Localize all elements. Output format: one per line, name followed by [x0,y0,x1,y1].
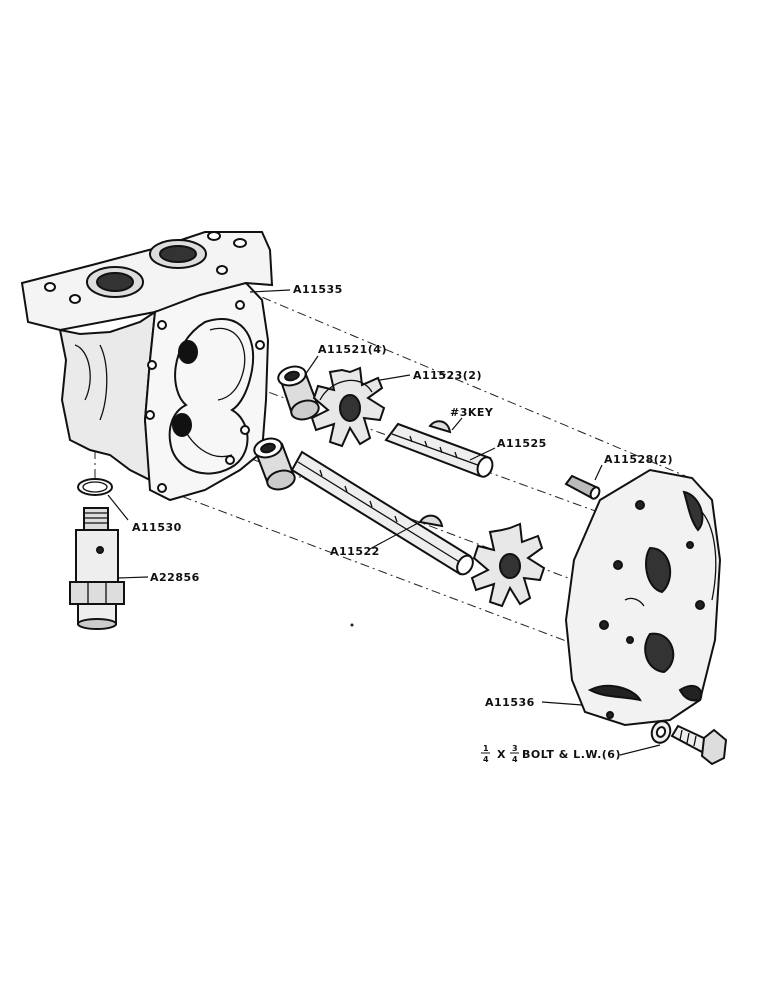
bushing-upper [277,365,320,421]
label-key: #3KEY [450,406,494,419]
label-a11530: A11530 [132,521,182,534]
pump-body-housing [20,231,274,502]
part-labels: A11535 A11521(4) A11523(2) #3KEY A11525 … [132,283,673,764]
bolt-description: BOLT & L.W.(6) [522,748,621,761]
label-bolt: 1 4 X 3 4 BOLT & L.W.(6) [481,744,621,764]
gear-lower [470,522,546,608]
dowel-pin [564,474,601,500]
label-a11522: A11522 [330,545,380,558]
shaft-long [290,450,474,576]
leader-lines [107,289,661,756]
label-a11525: A11525 [497,437,547,450]
label-a11536: A11536 [485,696,535,709]
cap-bolt [670,724,728,766]
label-a11535: A11535 [293,283,343,296]
relief-valve [69,507,125,630]
shaft-short [384,422,494,478]
label-a11528: A11528(2) [604,453,673,466]
woodruff-key-lower [418,514,444,528]
bolt-fraction-2-denominator: 4 [512,755,518,764]
bolt-fraction-1-numerator: 1 [483,744,489,753]
bushing-lower [253,437,296,491]
speck [350,623,354,627]
label-a11521: A11521(4) [318,343,387,356]
lock-washer [650,720,672,744]
bolt-fraction-2-numerator: 3 [512,744,518,753]
gear-upper [310,366,386,448]
label-a22856: A22856 [150,571,200,584]
bolt-times: X [497,748,506,761]
label-a11523: A11523(2) [413,369,482,382]
end-cover [564,468,722,727]
bolt-fraction-1-denominator: 4 [483,755,489,764]
woodruff-key-upper [428,420,452,434]
o-ring [77,478,113,496]
